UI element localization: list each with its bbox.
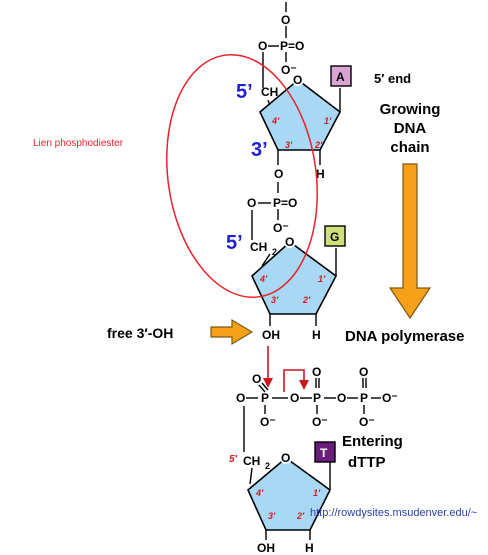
carbon-3: 3′ <box>271 295 279 305</box>
atom-p-double-o: P=O <box>280 39 304 53</box>
base-g-box <box>324 225 346 247</box>
atom-o-minus: O⁻ <box>273 221 289 235</box>
top-nucleotide: CH 2 O 4′ 1′ 3′ 2′ A H O <box>259 65 352 181</box>
carbon-1: 1′ <box>324 116 332 126</box>
atom-o-minus: O⁻ <box>260 415 276 429</box>
middle-nucleotide: CH 2 O 4′ 1′ 3′ 2′ G H OH <box>250 225 346 342</box>
atom-o: O <box>252 372 261 386</box>
atom-o-minus: O⁻ <box>382 391 398 405</box>
carbon-4: 4′ <box>271 116 280 126</box>
prime-3: 3’ <box>251 139 268 161</box>
atom-o: O <box>274 167 283 181</box>
atom-h: H <box>312 328 321 342</box>
sugar-ring-bottom <box>247 456 332 531</box>
middle-phosphate: O P=O O⁻ <box>247 182 297 240</box>
bottom-nucleotide: 5′ CH 2 O 4′ 1′ 3′ 2′ T H OH <box>229 441 336 555</box>
dttp-label: dTTP <box>348 454 386 471</box>
entering-label: Entering <box>342 433 403 450</box>
atom-o: O <box>236 391 245 405</box>
atom-p: P <box>360 391 368 405</box>
atom-o-minus: O⁻ <box>312 415 328 429</box>
carbon-2: 2′ <box>296 511 305 521</box>
atom-o: O <box>258 39 267 53</box>
atom-p-double-o: P=O <box>273 196 297 210</box>
atom-o: O <box>281 13 290 27</box>
chain-label: chain <box>390 139 429 156</box>
base-a-box <box>330 65 352 87</box>
ring-o: O <box>285 235 294 249</box>
ch2-label: CH <box>243 454 260 468</box>
ch2-label: CH <box>261 85 278 99</box>
carbon-2: 2′ <box>314 140 323 150</box>
atom-o: O <box>337 391 346 405</box>
five-prime-end-label: 5′ end <box>374 71 411 86</box>
incoming-triphosphate: O O P O P O P O⁻ O O O⁻ O⁻ O⁻ <box>236 365 398 452</box>
ring-o: O <box>281 451 290 465</box>
carbon-4: 4′ <box>259 274 268 284</box>
carbon-5: 5′ <box>229 454 238 465</box>
carbon-1: 1′ <box>318 274 326 284</box>
base-a-label: A <box>336 70 345 84</box>
atom-o: O <box>359 365 368 379</box>
atom-o: O <box>290 391 299 405</box>
sugar-ring-top <box>259 78 342 151</box>
phosphodiester-label: Lien phosphodiester <box>33 138 124 149</box>
dna-label: DNA <box>394 120 427 137</box>
prime-5-middle: 5’ <box>226 232 243 254</box>
dna-polymerase-label: DNA polymerase <box>345 328 465 345</box>
prime-5-top: 5’ <box>236 81 253 103</box>
atom-h: H <box>316 167 325 181</box>
atom-h: H <box>305 541 314 555</box>
ring-o: O <box>293 73 302 87</box>
base-t-label: T <box>320 446 328 460</box>
carbon-3: 3′ <box>285 140 293 150</box>
ch2-label: CH <box>250 240 267 254</box>
ch2-subscript: 2 <box>265 461 270 471</box>
free-3-oh-label: free 3′-OH <box>107 325 173 341</box>
atom-oh: OH <box>257 541 275 555</box>
carbon-3: 3′ <box>268 511 276 521</box>
atom-o-minus: O⁻ <box>281 63 297 77</box>
phosphodiester-ellipse <box>166 53 318 299</box>
growth-direction-arrow <box>388 163 432 320</box>
atom-o-minus: O⁻ <box>359 415 375 429</box>
carbon-1: 1′ <box>313 488 321 498</box>
free-3-oh: OH <box>262 328 280 342</box>
source-url: http://rowdysites.msudenver.edu/~ <box>310 507 477 519</box>
free-oh-arrow <box>210 318 254 346</box>
base-t-box <box>314 441 336 463</box>
bond-cleavage-arrow <box>283 369 305 392</box>
atom-p: P <box>313 391 321 405</box>
atom-o: O <box>247 196 256 210</box>
carbon-2: 2′ <box>302 295 311 305</box>
carbon-4: 4′ <box>255 488 264 498</box>
atom-p: P <box>261 391 269 405</box>
sugar-ring-middle <box>251 240 338 315</box>
ch2-subscript: 2 <box>272 247 277 257</box>
top-phosphate: O O P=O O⁻ <box>258 2 304 88</box>
growing-label: Growing <box>380 101 441 118</box>
atom-o: O <box>312 365 321 379</box>
base-g-label: G <box>330 230 339 244</box>
